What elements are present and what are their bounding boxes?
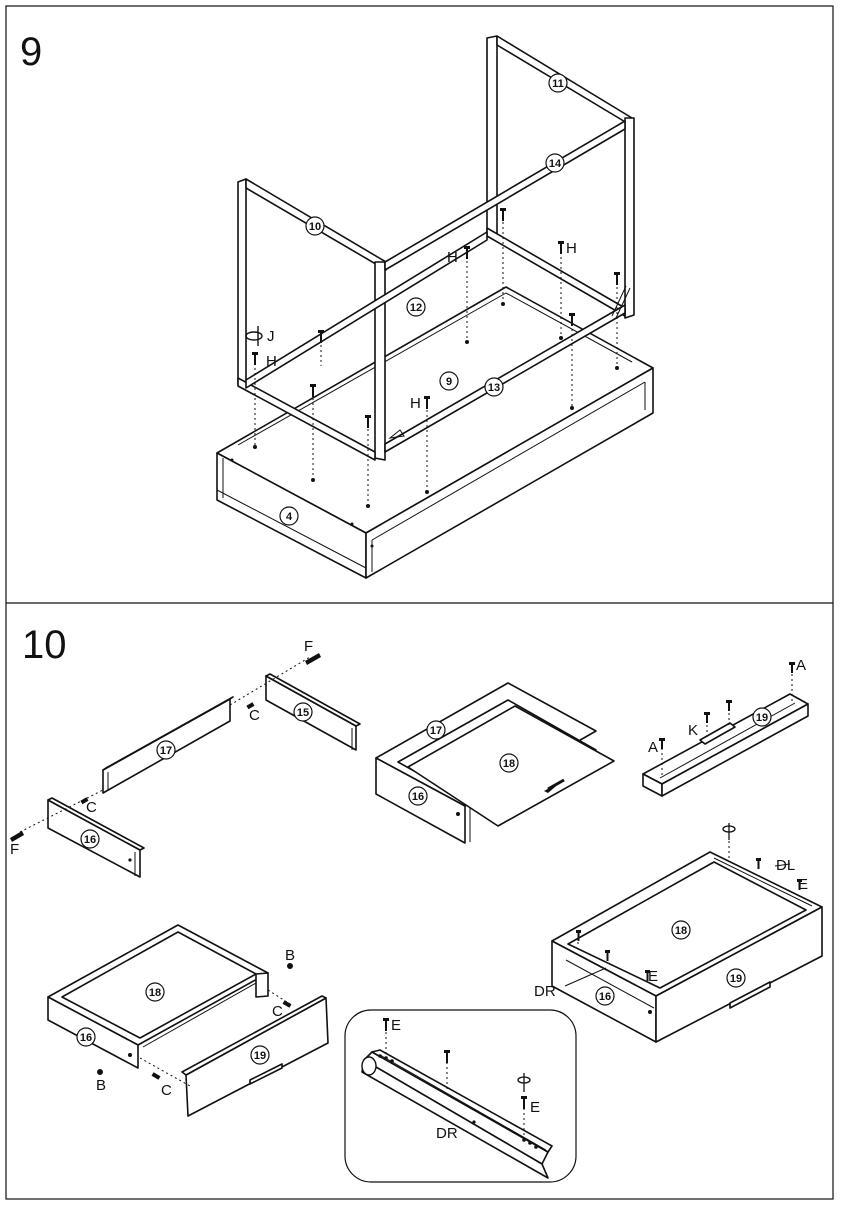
step-10: 10 15 16 17 F C [10,623,823,1183]
hardware-label-c: C [249,707,260,724]
screws [245,208,620,428]
part-label-16: 16 [408,786,428,806]
svg-text:19: 19 [756,712,768,724]
part-label-17: 17 [426,720,446,740]
part-label-18: 18 [671,920,691,940]
part-label-13: 13 [484,377,504,397]
svg-text:16: 16 [84,834,96,846]
hardware-label-e: E [648,968,658,985]
hardware-label-j: J [267,328,275,345]
hardware-label-dr: DR [534,983,556,1000]
svg-text:17: 17 [430,725,442,737]
drawer-panels-exploded [10,653,361,878]
part-label-18: 18 [145,982,165,1002]
hardware-label-dr: DR [436,1125,458,1142]
hardware-label-e: E [530,1099,540,1116]
svg-text:10: 10 [309,221,321,233]
screw-guides [253,222,619,508]
hardware-label-f: F [10,841,19,858]
part-label-16: 16 [76,1027,96,1047]
drawer-bottom-insertion [375,682,615,844]
hardware-label-a: A [648,739,658,756]
hardware-label-b: B [96,1077,106,1094]
step-number: 10 [22,623,67,667]
svg-text:16: 16 [599,991,611,1003]
part-label-16: 16 [80,829,100,849]
step-number: 9 [20,30,42,74]
svg-text:18: 18 [149,987,161,999]
part-label-17: 17 [156,740,176,760]
part-label-19: 19 [250,1045,270,1065]
svg-text:18: 18 [503,758,515,770]
svg-text:4: 4 [286,511,293,523]
part-label-15: 15 [293,702,313,722]
svg-text:16: 16 [412,791,424,803]
hardware-label-k: K [688,722,698,739]
part-label-18: 18 [499,753,519,773]
part-label-4: 4 [279,506,299,526]
hardware-label-f: F [304,638,313,655]
hardware-label-e: E [798,876,808,893]
runner-detail-inset: E E DR [344,1009,577,1183]
hardware-label-h: H [266,353,277,370]
hardware-label-b: B [285,947,295,964]
svg-text:19: 19 [730,973,742,985]
svg-text:13: 13 [488,382,500,394]
svg-text:14: 14 [549,158,562,170]
step-9: 9 [20,30,654,579]
hardware-label-h: H [410,395,421,412]
part-label-19: 19 [752,707,772,727]
hardware-label-dl: DL [776,857,795,874]
part-label-12: 12 [406,297,426,317]
svg-text:11: 11 [552,78,564,90]
svg-text:9: 9 [446,376,452,388]
svg-text:16: 16 [80,1032,92,1044]
svg-text:12: 12 [410,302,422,314]
hardware-label-h: H [447,249,458,266]
svg-text:19: 19 [254,1050,266,1062]
part-label-19: 19 [726,968,746,988]
part-label-9: 9 [439,371,459,391]
drawer-front-handle-plate [642,662,809,797]
hardware-label-c: C [161,1082,172,1099]
part-label-11: 11 [548,73,568,93]
hardware-label-c: C [86,799,97,816]
svg-text:15: 15 [297,707,309,719]
hardware-label-c: C [272,1003,283,1020]
svg-text:17: 17 [160,745,172,757]
part-label-10: 10 [305,216,325,236]
svg-text:18: 18 [675,925,687,937]
part-label-14: 14 [545,153,565,173]
part-label-16: 16 [595,986,615,1006]
hardware-label-e: E [391,1017,401,1034]
hardware-label-h: H [566,240,577,257]
hardware-label-a: A [796,657,806,674]
